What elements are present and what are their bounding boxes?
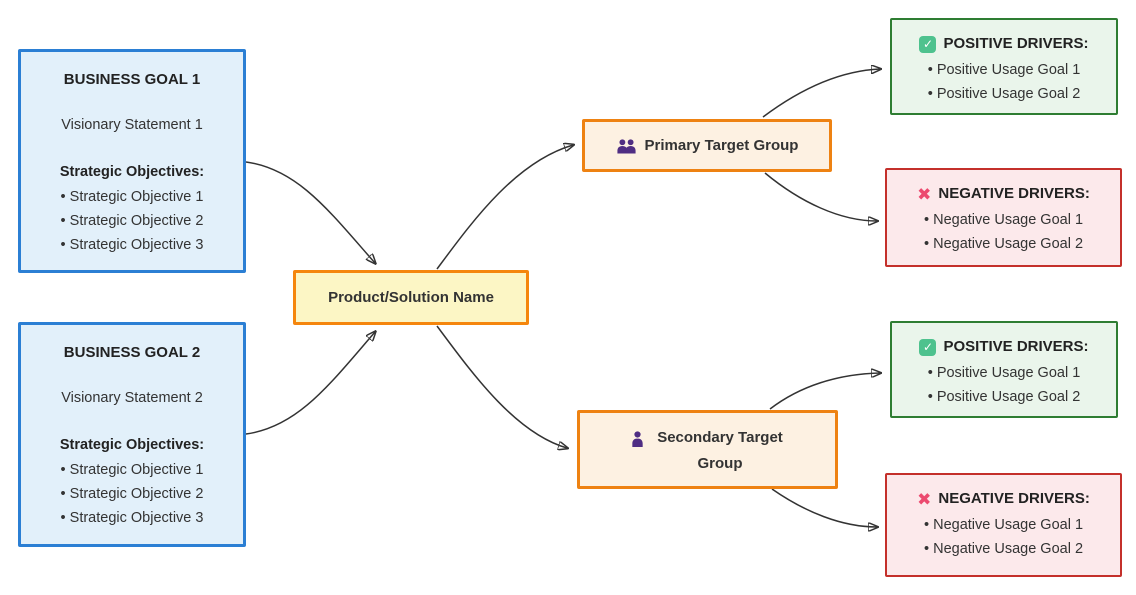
negative-drivers-secondary-title-row: ✖ NEGATIVE DRIVERS: [887, 489, 1120, 509]
negative-drivers-primary-node: ✖ NEGATIVE DRIVERS: Negative Usage Goal … [885, 168, 1122, 267]
edge-goal2-product [245, 332, 375, 435]
business-goal-2-statement: Visionary Statement 2 [61, 390, 203, 406]
check-icon: ✓ [919, 35, 937, 53]
objective-item: Strategic Objective 1 [61, 458, 204, 482]
positive-drivers-primary-title: POSITIVE DRIVERS: [943, 35, 1089, 52]
business-goal-1-title: BUSINESS GOAL 1 [63, 71, 201, 88]
secondary-target-group-label: Secondary Target Group [657, 429, 783, 472]
objective-item: Strategic Objective 2 [61, 209, 204, 233]
driver-item: Negative Usage Goal 1 [924, 208, 1083, 232]
edge-primary-negative [764, 172, 877, 221]
business-goal-2-objectives-list: Strategic Objective 1 Strategic Objectiv… [61, 458, 204, 530]
people-icon [616, 138, 636, 153]
positive-drivers-secondary-list: Positive Usage Goal 1 Positive Usage Goa… [928, 361, 1080, 409]
product-solution-label: Product/Solution Name [328, 289, 494, 306]
business-goal-1-statement: Visionary Statement 1 [61, 117, 203, 133]
cross-icon: ✖ [917, 489, 932, 509]
positive-drivers-primary-list: Positive Usage Goal 1 Positive Usage Goa… [928, 58, 1080, 106]
edge-product-primary [436, 145, 573, 270]
cross-icon: ✖ [917, 184, 932, 204]
positive-drivers-secondary-title: POSITIVE DRIVERS: [943, 338, 1089, 355]
business-goal-2-objectives-heading: Strategic Objectives: [59, 437, 205, 453]
check-icon: ✓ [919, 338, 937, 356]
business-goal-1-objectives-list: Strategic Objective 1 Strategic Objectiv… [61, 185, 204, 257]
negative-drivers-primary-title: NEGATIVE DRIVERS: [938, 185, 1090, 202]
primary-target-group-label: Primary Target Group [644, 136, 799, 154]
negative-drivers-primary-list: Negative Usage Goal 1 Negative Usage Goa… [924, 208, 1083, 256]
business-goal-1-objectives-heading: Strategic Objectives: [59, 164, 205, 180]
edge-product-secondary [436, 325, 567, 448]
positive-drivers-secondary-title-row: ✓ POSITIVE DRIVERS: [892, 337, 1116, 357]
driver-item: Negative Usage Goal 2 [924, 232, 1083, 256]
negative-drivers-primary-title-row: ✖ NEGATIVE DRIVERS: [887, 184, 1120, 204]
product-solution-node: Product/Solution Name [293, 270, 529, 325]
edge-primary-positive [762, 69, 880, 118]
objective-item: Strategic Objective 1 [61, 185, 204, 209]
positive-drivers-primary-title-row: ✓ POSITIVE DRIVERS: [892, 34, 1116, 54]
positive-drivers-primary-node: ✓ POSITIVE DRIVERS: Positive Usage Goal … [890, 18, 1118, 115]
person-icon [632, 431, 643, 447]
business-goal-2-title: BUSINESS GOAL 2 [63, 344, 201, 361]
driver-item: Positive Usage Goal 1 [928, 361, 1080, 385]
edge-secondary-negative [771, 488, 877, 527]
positive-drivers-secondary-node: ✓ POSITIVE DRIVERS: Positive Usage Goal … [890, 321, 1118, 418]
negative-drivers-secondary-title: NEGATIVE DRIVERS: [938, 490, 1090, 507]
negative-drivers-secondary-list: Negative Usage Goal 1 Negative Usage Goa… [924, 513, 1083, 561]
business-goal-1-node: BUSINESS GOAL 1 Visionary Statement 1 St… [18, 49, 246, 273]
driver-item: Negative Usage Goal 2 [924, 537, 1083, 561]
objective-item: Strategic Objective 3 [61, 233, 204, 257]
secondary-target-group-node: Secondary Target Group [577, 410, 838, 489]
negative-drivers-secondary-node: ✖ NEGATIVE DRIVERS: Negative Usage Goal … [885, 473, 1122, 577]
driver-item: Negative Usage Goal 1 [924, 513, 1083, 537]
objective-item: Strategic Objective 3 [61, 506, 204, 530]
driver-item: Positive Usage Goal 2 [928, 82, 1080, 106]
edge-secondary-positive [769, 373, 880, 410]
driver-item: Positive Usage Goal 2 [928, 385, 1080, 409]
objective-item: Strategic Objective 2 [61, 482, 204, 506]
primary-target-group-node: Primary Target Group [582, 119, 832, 172]
business-goal-2-node: BUSINESS GOAL 2 Visionary Statement 2 St… [18, 322, 246, 547]
driver-item: Positive Usage Goal 1 [928, 58, 1080, 82]
edge-goal1-product [245, 161, 375, 263]
